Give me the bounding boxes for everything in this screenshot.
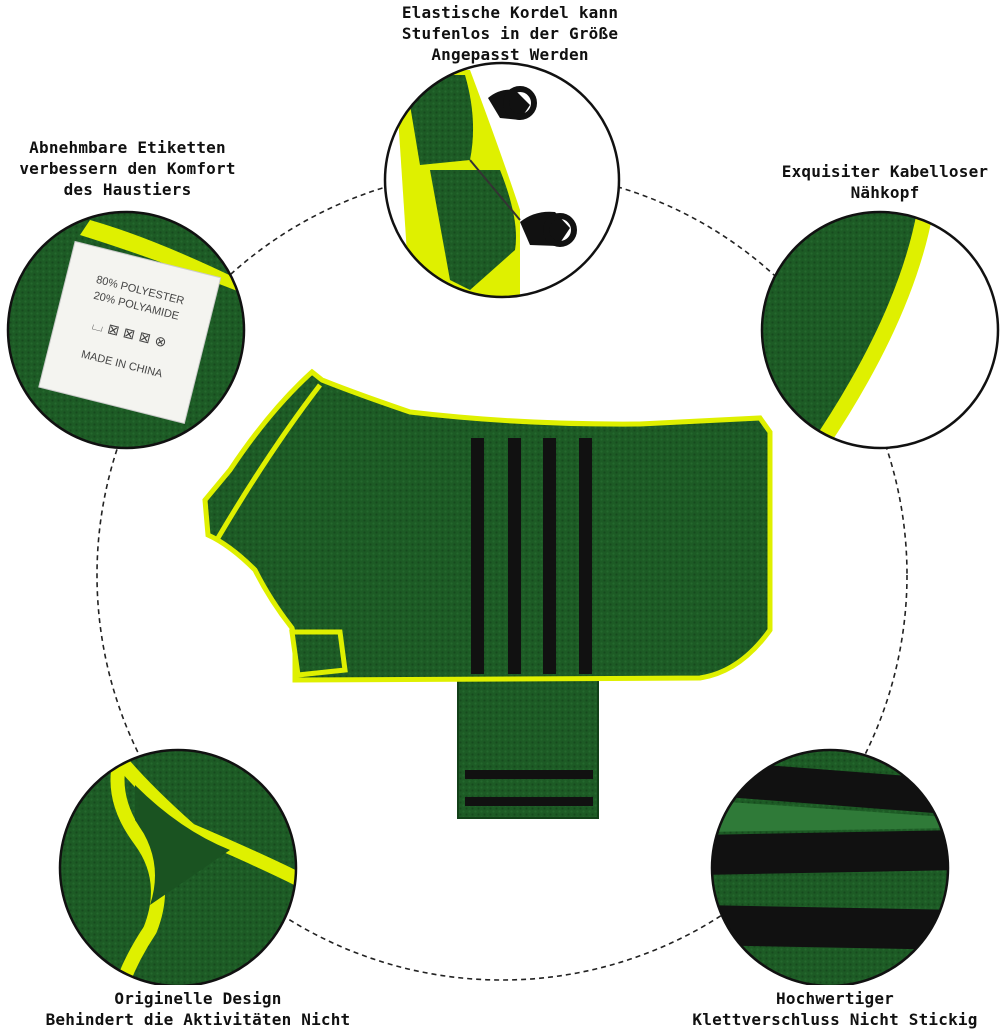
back-strap-3 xyxy=(543,438,556,674)
caption-bottom-right-line-1: Hochwertiger xyxy=(776,989,894,1008)
detail-elastic-cord xyxy=(383,61,621,299)
caption-top-line-1: Elastische Kordel kann xyxy=(401,3,619,22)
dashed-ring xyxy=(96,169,908,981)
caption-bottom-left: Originelle Design Behindert die Aktivitä… xyxy=(28,988,368,1030)
back-strap-1 xyxy=(471,438,484,674)
detail-velcro xyxy=(710,748,950,985)
caption-left-line-3: des Haustiers xyxy=(63,180,192,199)
caption-top: Elastische Kordel kann Stufenlos in der … xyxy=(385,2,635,65)
back-strap-2 xyxy=(508,438,521,674)
caption-bottom-left-line-2: Behindert die Aktivitäten Nicht xyxy=(45,1010,351,1029)
caption-bottom-right: Hochwertiger Klettverschluss Nicht Stick… xyxy=(675,988,995,1030)
detail-design xyxy=(58,748,298,985)
caption-right: Exquisiter Kabelloser Nähkopf xyxy=(770,161,1000,203)
product-illustration: 80% POLYESTER 20% POLYAMIDE ⌴ ⊠ ⊠ ⊠ ⊗ MA… xyxy=(6,61,1000,985)
coat-body xyxy=(202,368,773,683)
belly-strap-2 xyxy=(465,797,593,806)
caption-bottom-left-line-1: Originelle Design xyxy=(114,989,282,1008)
detail-seam xyxy=(760,210,1000,450)
caption-top-line-2: Stufenlos in der Größe xyxy=(401,24,619,43)
caption-left-line-1: Abnehmbare Etiketten xyxy=(29,138,226,157)
neck-trim xyxy=(215,383,322,540)
detail-label-tag: 80% POLYESTER 20% POLYAMIDE ⌴ ⊠ ⊠ ⊠ ⊗ MA… xyxy=(6,210,246,450)
caption-left-line-2: verbessern den Komfort xyxy=(19,159,236,178)
back-strap-4 xyxy=(579,438,592,674)
caption-right-line-1: Exquisiter Kabelloser xyxy=(781,162,989,181)
caption-right-line-2: Nähkopf xyxy=(850,183,920,202)
leg-cuff xyxy=(289,629,348,678)
caption-left: Abnehmbare Etiketten verbessern den Komf… xyxy=(0,137,255,200)
dog-coat-main xyxy=(202,368,773,819)
belly-strap-1 xyxy=(465,770,593,779)
caption-bottom-right-line-2: Klettverschluss Nicht Stickig xyxy=(692,1010,978,1029)
belly-flap xyxy=(457,674,599,819)
caption-top-line-3: Angepasst Werden xyxy=(431,45,589,64)
